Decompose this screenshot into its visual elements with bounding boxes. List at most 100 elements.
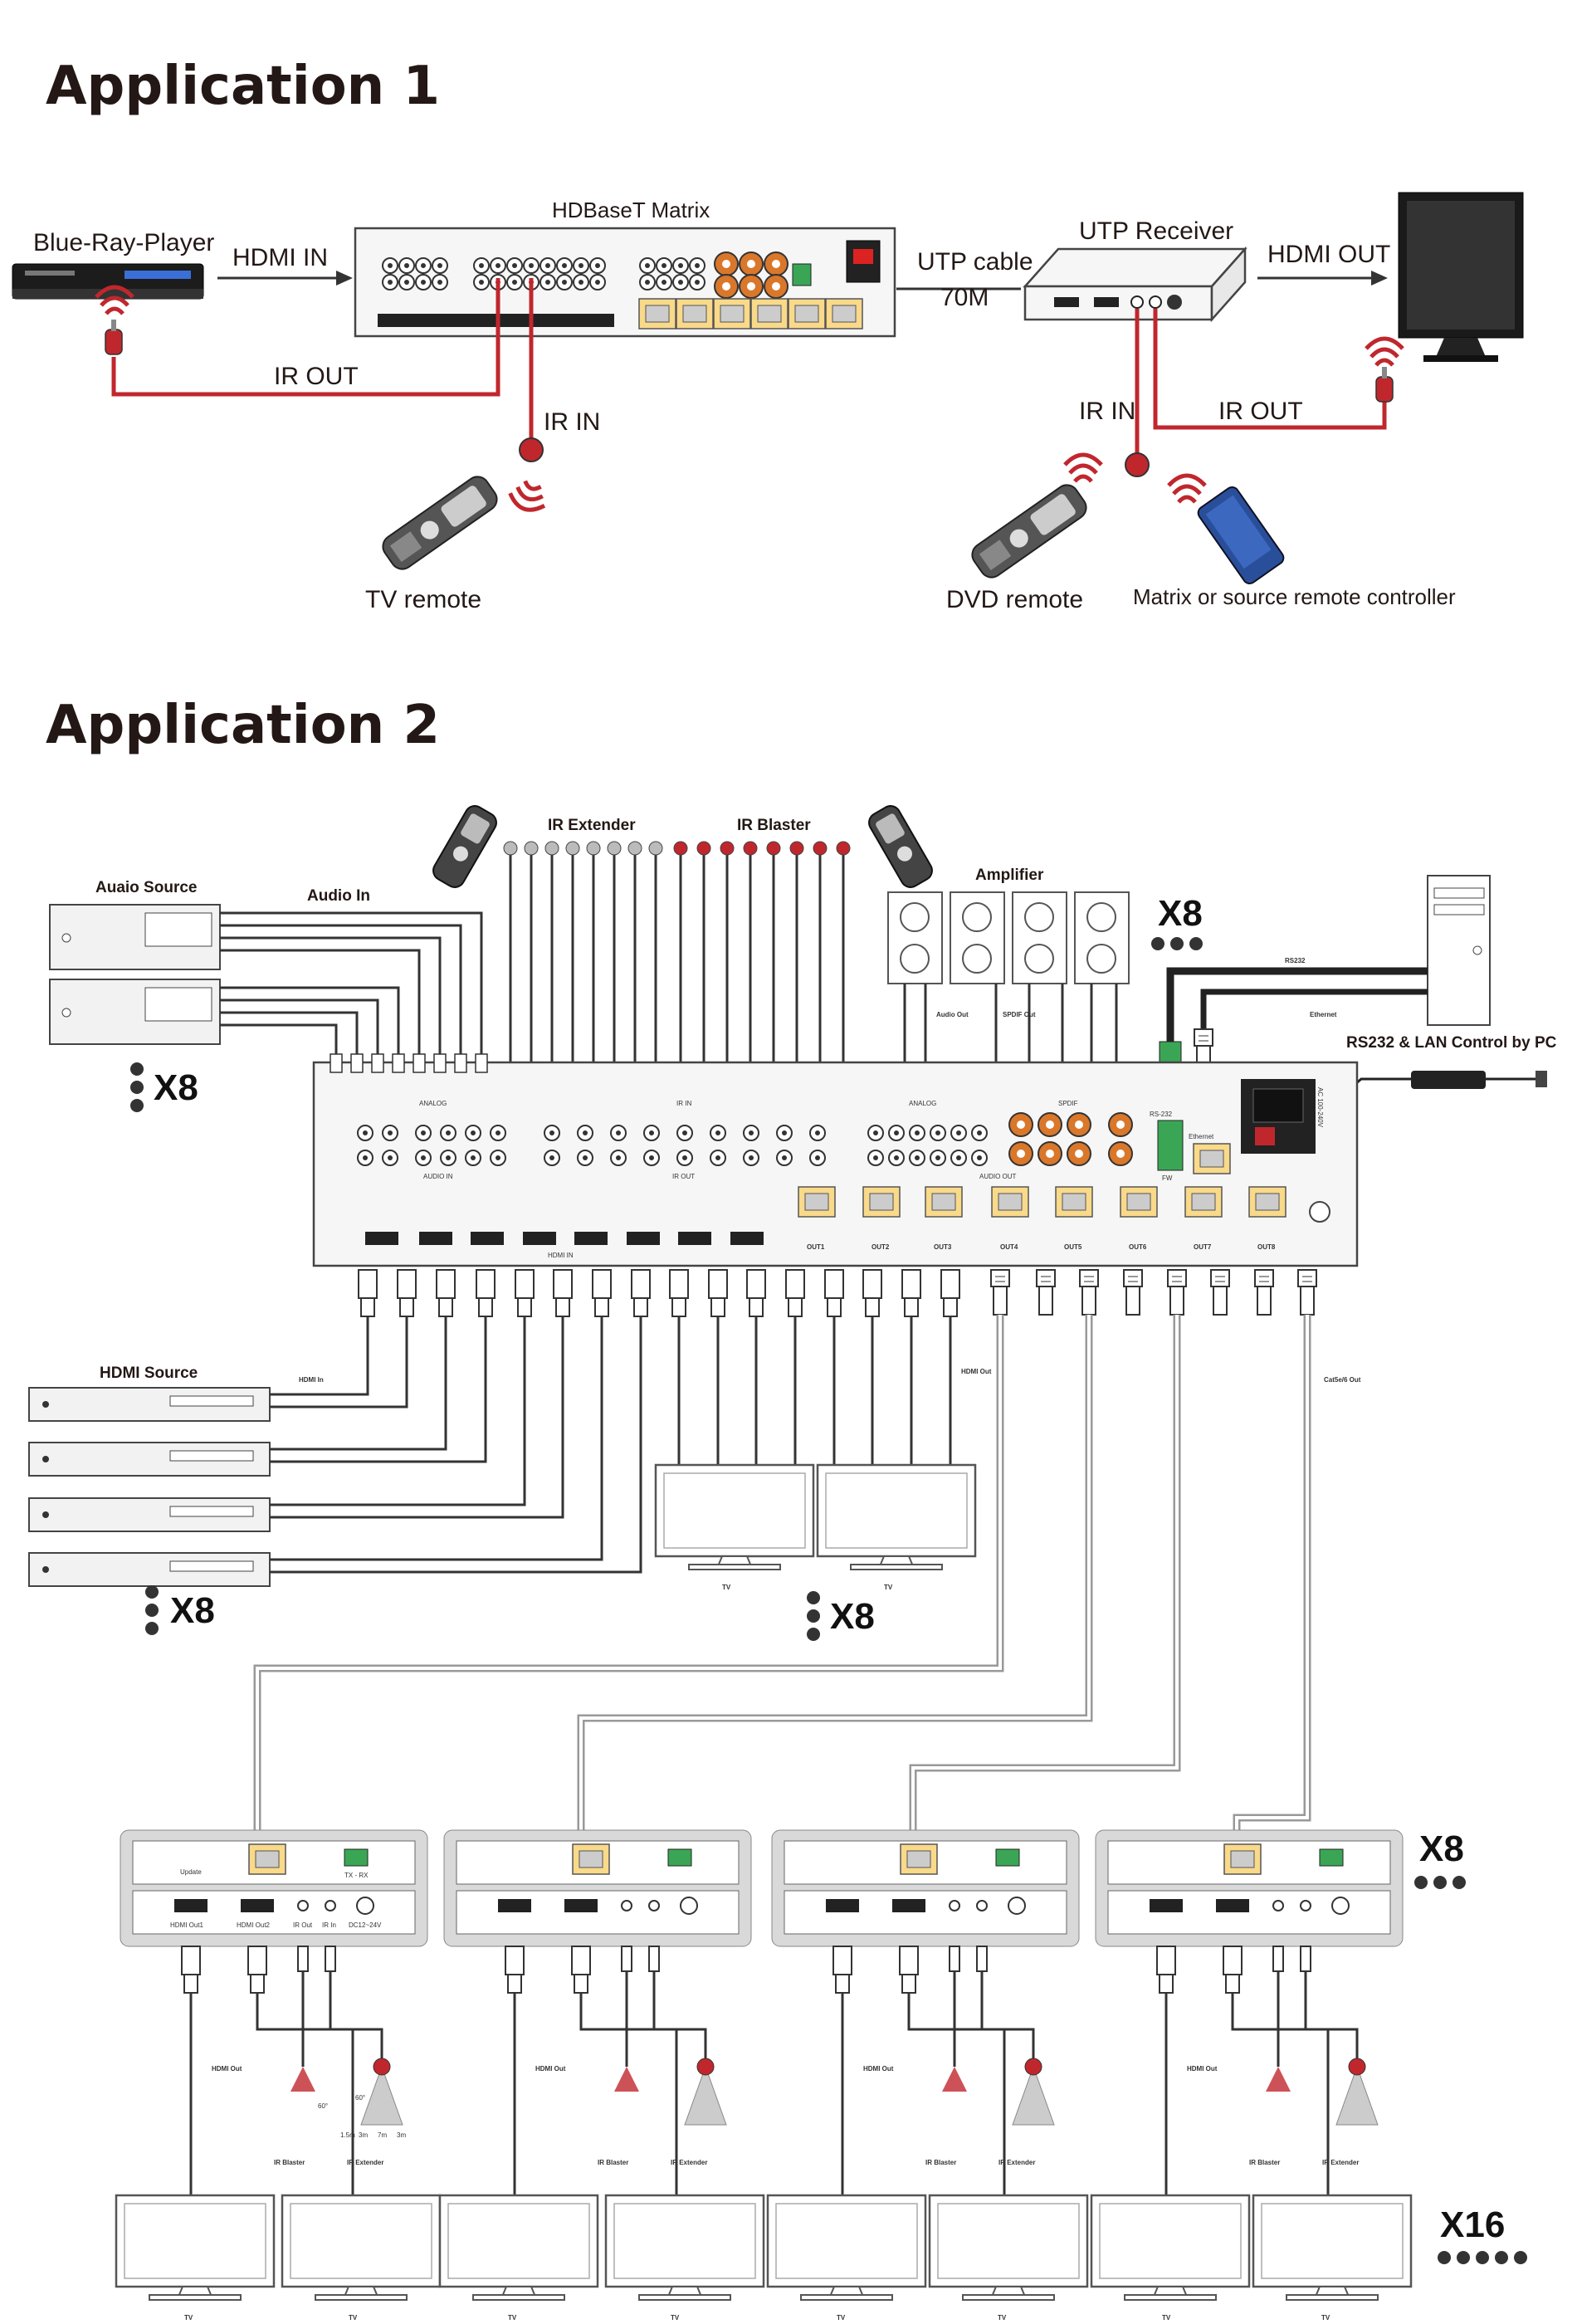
app2-title: Application 2 <box>46 695 440 756</box>
rs232-cable <box>1166 967 1428 1046</box>
matrix-remote <box>1197 486 1285 584</box>
utp-cable-label: UTP cable <box>917 248 1033 276</box>
rx2-hdmi-out-label: HDMI Out <box>535 2065 566 2073</box>
rx1-ir-in: IR In <box>322 1921 336 1929</box>
ext-remote-icon <box>428 801 501 892</box>
hdmi-out-label: HDMI OUT <box>1267 241 1390 268</box>
rx1-txrx: TX - RX <box>344 1872 369 1879</box>
matrix-label: HDBaseT Matrix <box>552 198 710 222</box>
blaster-remote-icon <box>864 801 937 892</box>
out8-label: OUT8 <box>1257 1243 1276 1251</box>
panel-analog-in: ANALOG <box>419 1100 447 1107</box>
panel-analog-out: ANALOG <box>909 1100 936 1107</box>
tv-label-3: TV <box>508 2314 517 2322</box>
ir-out-right-cable <box>1153 309 1387 430</box>
panel-ethernet: Ethernet <box>1189 1133 1214 1140</box>
hdmi-source-mult: X8 <box>170 1590 215 1631</box>
flat-tv <box>1398 192 1524 362</box>
dvd-remote <box>971 484 1087 579</box>
rx1-dist-ext-2: 7m <box>378 2131 387 2139</box>
rx1-dc: DC12~24V <box>349 1921 382 1929</box>
rj45-plug-row <box>990 1269 1317 1316</box>
direct-tv-1 <box>654 1463 815 1571</box>
ir-blaster-label: IR Blaster <box>737 817 811 834</box>
hdmi-out-arrowhead <box>1371 271 1388 286</box>
hdmi-plug-row <box>358 1269 960 1317</box>
audio-out-label: Audio Out <box>936 1011 969 1018</box>
tv-remote-label: TV remote <box>365 586 481 613</box>
app1-title: Application 1 <box>46 56 440 117</box>
rx1-hdmi-out-label: HDMI Out <box>212 2065 242 2073</box>
rx4-ir-blaster: IR Blaster <box>1249 2159 1280 2166</box>
tv-mult-label: X8 <box>830 1596 875 1637</box>
bottom-tv-2 <box>281 2194 442 2302</box>
out3-label: OUT3 <box>934 1243 952 1251</box>
bottom-tv-7 <box>1090 2194 1251 2302</box>
audio-in-cables <box>220 911 483 1071</box>
tv-label-7: TV <box>1162 2314 1171 2322</box>
tv-label-2: TV <box>349 2314 358 2322</box>
receiver-mult-dots <box>1414 1876 1466 1889</box>
receiver-outputs <box>181 1945 1379 2195</box>
ir-receiver-left <box>519 437 544 462</box>
rx1-hdmi-out2: HDMI Out2 <box>237 1921 271 1929</box>
hdmi-source-label: HDMI Source <box>100 1365 198 1382</box>
direct-tv-1-label: TV <box>722 1584 731 1591</box>
matrix-panel <box>312 1053 1359 1267</box>
ir-emitter-left <box>105 319 123 355</box>
power-adapter <box>1331 1071 1547 1106</box>
rx3-ir-blaster: IR Blaster <box>925 2159 956 2166</box>
ir-waves-tvremote <box>507 477 550 515</box>
panel-hdmi-in: HDMI IN <box>548 1252 574 1259</box>
amp-mult-label: X8 <box>1158 893 1203 934</box>
cat-out-label: Cat5e/6 Out <box>1324 1376 1361 1384</box>
tv-label-1: TV <box>184 2314 193 2322</box>
amp-mult-dots <box>1151 937 1203 950</box>
hdmi-source-dots <box>145 1585 159 1635</box>
rx1-update: Update <box>180 1868 202 1876</box>
direct-tv-2-label: TV <box>884 1584 893 1591</box>
hdbaset-matrix <box>354 227 896 338</box>
rx1-ir-extender: IR Extender <box>347 2159 383 2166</box>
receiver-mult-label: X8 <box>1419 1828 1464 1869</box>
tv-remote <box>382 476 498 570</box>
bluray-player <box>12 263 204 300</box>
receiver-2 <box>443 1829 752 1947</box>
out4-label: OUT4 <box>1000 1243 1018 1251</box>
tv-mult-dots <box>807 1591 820 1641</box>
rx2-ir-extender: IR Extender <box>671 2159 707 2166</box>
ir-out-left-cable <box>111 278 500 397</box>
out2-label: OUT2 <box>872 1243 890 1251</box>
rx1-dist-ext-3: 3m <box>397 2131 406 2139</box>
amplifier-speakers <box>887 891 1130 984</box>
rx3-hdmi-out-label: HDMI Out <box>863 2065 894 2073</box>
out1-label: OUT1 <box>807 1243 825 1251</box>
panel-out-labels: OUT1 OUT2 OUT3 OUT4 OUT5 OUT6 OUT7 OUT8 <box>807 1243 1276 1251</box>
utp-receiver <box>1023 246 1247 323</box>
bottom-tv-labels: TV TV TV TV TV TV TV TV <box>184 2314 1330 2322</box>
player-label: Blue-Ray-Player <box>33 229 214 256</box>
receiver-label: UTP Receiver <box>1079 217 1233 245</box>
ir-in-left-label: IR IN <box>544 408 600 436</box>
ir-waves-matrix <box>1169 476 1205 502</box>
bottom-tv-5 <box>766 2194 927 2302</box>
rx2-ir-blaster: IR Blaster <box>598 2159 628 2166</box>
hdmi-in-label: HDMI IN <box>232 244 328 271</box>
audio-in-label: Audio In <box>307 887 370 905</box>
bottom-tv-3 <box>438 2194 599 2302</box>
final-mult-label: X16 <box>1440 2204 1505 2245</box>
panel-audio-in: AUDIO IN <box>423 1173 453 1180</box>
pc-tower <box>1427 875 1491 1026</box>
direct-tv-2 <box>816 1463 977 1571</box>
cat-cables <box>253 1315 1311 1834</box>
rx4-ir-extender: IR Extender <box>1322 2159 1359 2166</box>
bottom-tv-1 <box>115 2194 276 2302</box>
matrix-remote-label: Matrix or source remote controller <box>1133 584 1456 609</box>
final-mult-dots <box>1438 2251 1527 2264</box>
ir-in-right-label: IR IN <box>1079 398 1135 425</box>
hdmi-in-label-2: HDMI In <box>299 1376 324 1384</box>
out5-label: OUT5 <box>1064 1243 1082 1251</box>
audio-source-label: Auaio Source <box>95 879 197 896</box>
audio-mult-dots <box>130 1062 144 1112</box>
